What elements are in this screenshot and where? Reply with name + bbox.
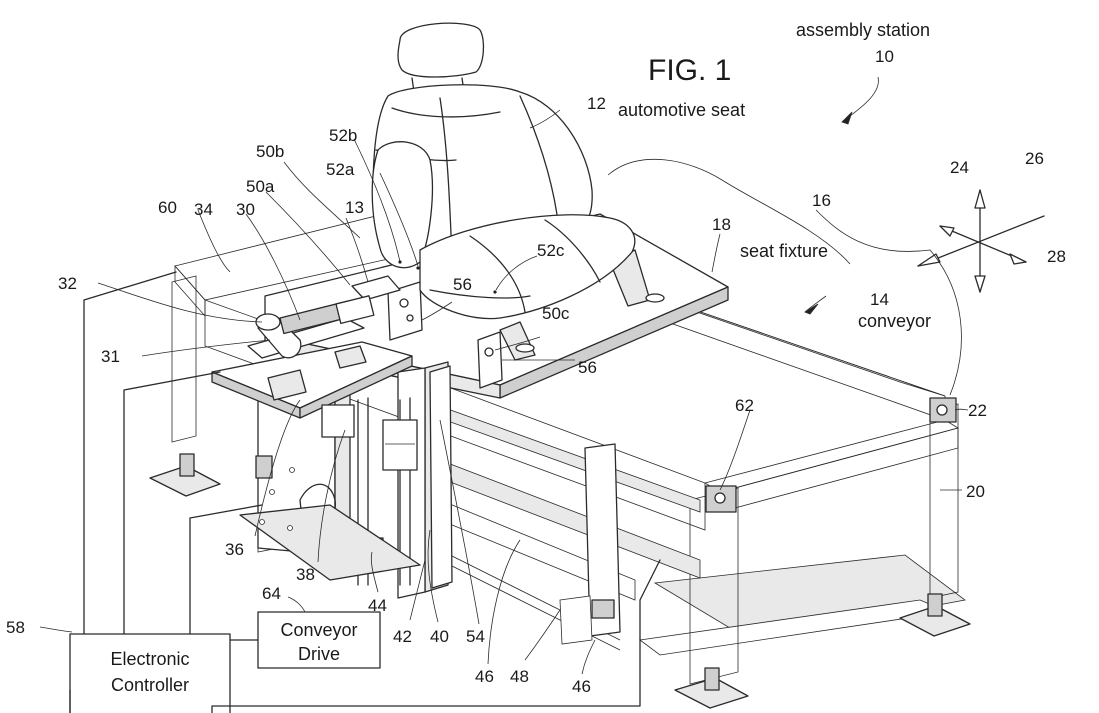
numeral-46-left: 46 — [475, 667, 494, 686]
reference-numerals: 10 12 13 14 16 18 20 22 24 26 28 30 31 3… — [6, 47, 1066, 696]
signal-wires — [69, 271, 661, 713]
numeral-56-upper: 56 — [453, 275, 472, 294]
numeral-52a: 52a — [326, 160, 355, 179]
numeral-44: 44 — [368, 596, 387, 615]
numeral-32: 32 — [58, 274, 77, 293]
numeral-13: 13 — [345, 198, 364, 217]
controller-label-line2: Controller — [111, 675, 189, 695]
numeral-20: 20 — [966, 482, 985, 501]
numeral-38: 38 — [296, 565, 315, 584]
numeral-26: 26 — [1025, 149, 1044, 168]
numeral-12: 12 — [587, 94, 606, 113]
caption-conveyor: conveyor — [858, 311, 931, 331]
tool-platform — [211, 295, 413, 479]
numeral-22: 22 — [968, 401, 987, 420]
numeral-46-right: 46 — [572, 677, 591, 696]
numeral-36: 36 — [225, 540, 244, 559]
numeral-42: 42 — [393, 627, 412, 646]
numeral-28: 28 — [1047, 247, 1066, 266]
axis-arrows — [917, 189, 1045, 293]
numeral-50c: 50c — [542, 304, 570, 323]
caption-automotive-seat: automotive seat — [618, 100, 745, 120]
drive-label-line1: Conveyor — [280, 620, 357, 640]
control-boxes: Electronic Controller Conveyor Drive — [69, 611, 381, 713]
leader-lines — [39, 76, 969, 675]
numeral-31: 31 — [101, 347, 120, 366]
conveyor-drive-box — [257, 611, 381, 669]
automotive-seat — [371, 22, 636, 320]
captions: FIG. 1 assembly station automotive seat … — [618, 20, 931, 331]
caption-seat-fixture: seat fixture — [740, 241, 828, 261]
numeral-52b: 52b — [329, 126, 357, 145]
numeral-52c: 52c — [537, 241, 565, 260]
controller-label-line1: Electronic — [110, 649, 189, 669]
numeral-18: 18 — [712, 215, 731, 234]
numeral-50b: 50b — [256, 142, 284, 161]
numeral-64: 64 — [262, 584, 281, 603]
electronic-controller-box — [69, 633, 231, 713]
numeral-62: 62 — [735, 396, 754, 415]
numeral-40: 40 — [430, 627, 449, 646]
figure-title: FIG. 1 — [648, 54, 731, 87]
numeral-60: 60 — [158, 198, 177, 217]
frame-feet — [149, 453, 971, 709]
numeral-48: 48 — [510, 667, 529, 686]
numeral-10: 10 — [875, 47, 894, 66]
drive-label-line2: Drive — [298, 644, 340, 664]
numeral-16: 16 — [812, 191, 831, 210]
numeral-56-lower: 56 — [578, 358, 597, 377]
numeral-58: 58 — [6, 618, 25, 637]
numeral-50a: 50a — [246, 177, 275, 196]
numeral-30: 30 — [236, 200, 255, 219]
caption-assembly-station: assembly station — [796, 20, 930, 40]
numeral-54: 54 — [466, 627, 485, 646]
numeral-14: 14 — [870, 290, 889, 309]
numeral-34: 34 — [194, 200, 213, 219]
numeral-24: 24 — [950, 158, 969, 177]
